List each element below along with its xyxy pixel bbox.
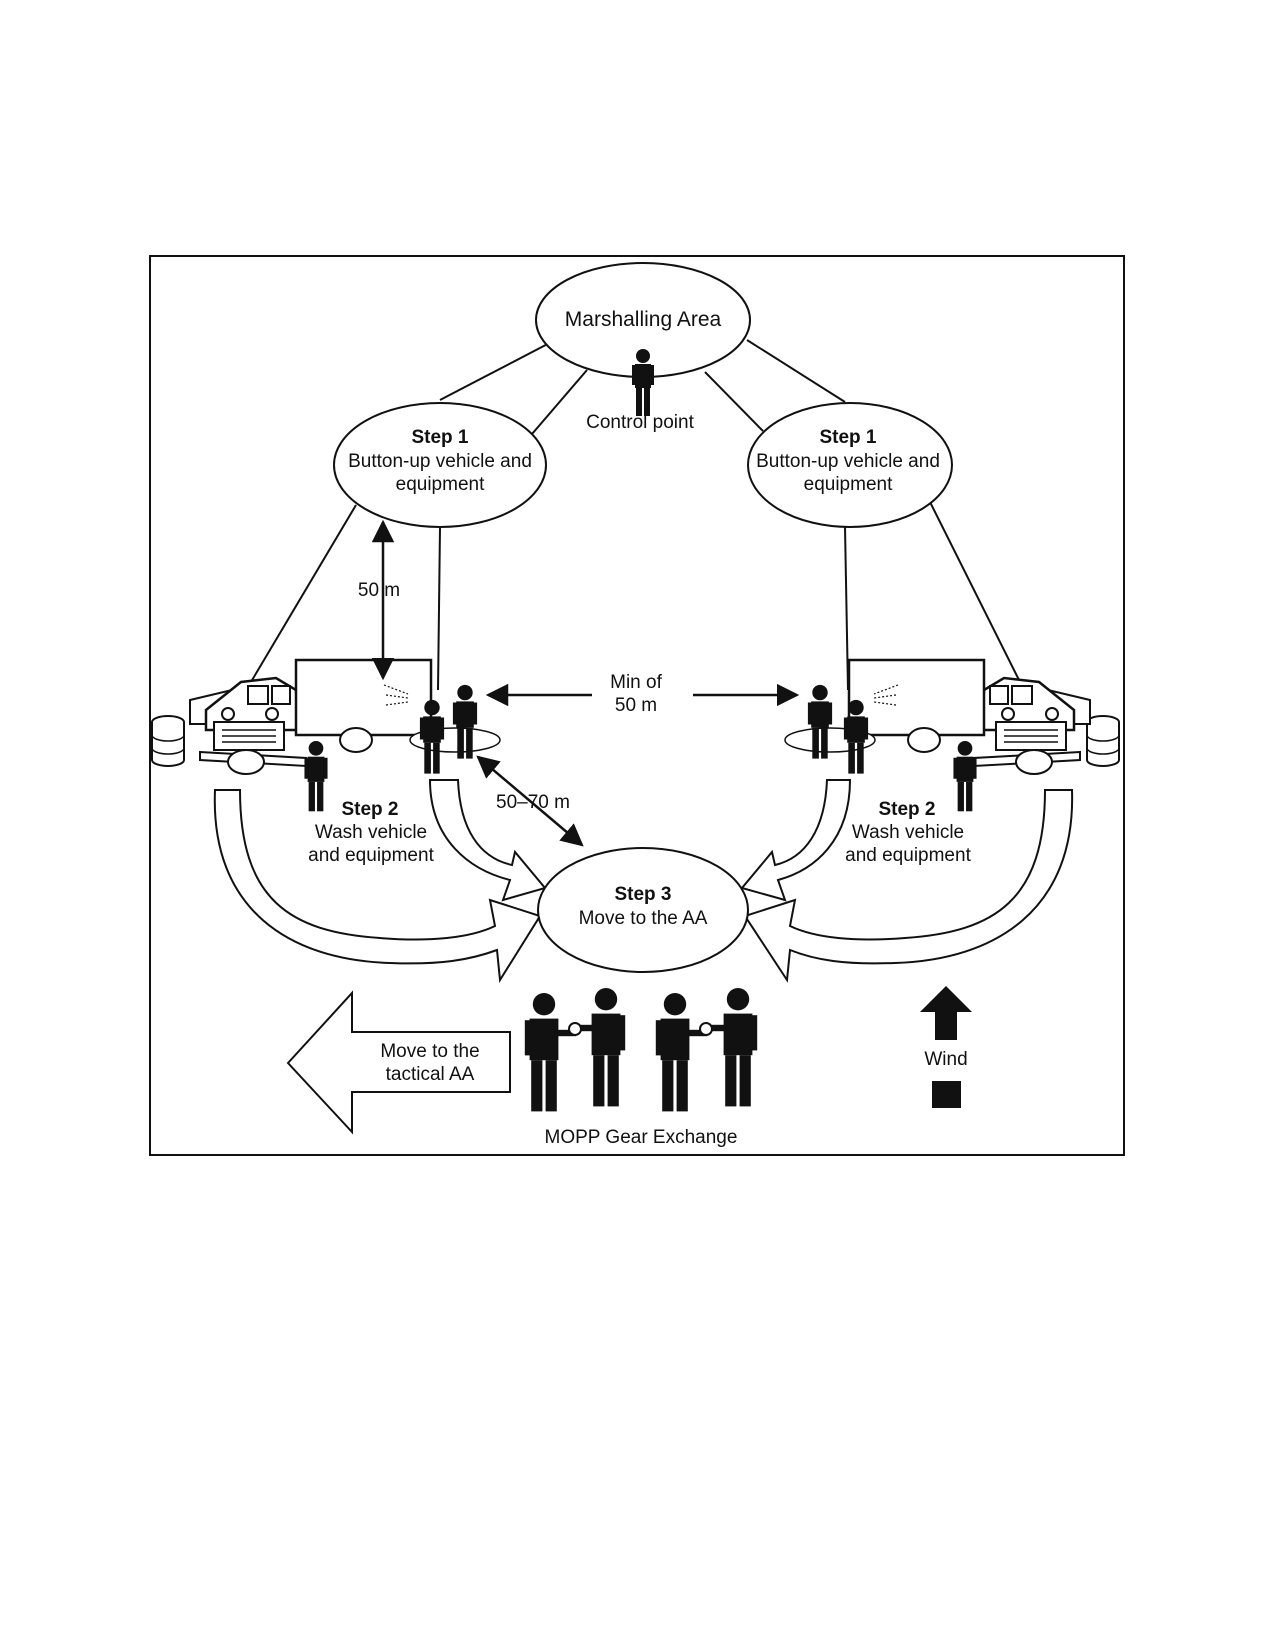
step2-right-line1: Wash vehicle <box>852 822 964 843</box>
wind-marker-icon <box>932 1081 961 1108</box>
step1-left-title: Step 1 <box>411 427 468 448</box>
move-tactical-line1: Move to the <box>380 1041 479 1062</box>
move-tactical-line2: tactical AA <box>386 1064 475 1085</box>
step1-right-line1: Button-up vehicle and <box>756 451 940 472</box>
spray-icon <box>383 684 409 706</box>
step2-left-line2: and equipment <box>308 845 434 866</box>
step3-ellipse <box>537 847 749 973</box>
barrel-icon <box>151 715 185 767</box>
mopp-exchange-group <box>524 988 758 1112</box>
wind-arrow-icon <box>920 986 972 1040</box>
person-icon <box>304 740 328 812</box>
large-left-arrow-icon <box>286 990 511 1135</box>
distance-50-70m-arrow <box>476 755 584 847</box>
flow-arrow-left-inner <box>428 779 547 902</box>
step1-left-line1: Button-up vehicle and <box>348 451 532 472</box>
flow-arrow-right-inner <box>740 779 852 902</box>
distance-50-70m-label: 50–70 m <box>496 792 570 813</box>
min-of-line2: 50 m <box>615 695 657 716</box>
step1-left-ellipse <box>333 402 547 528</box>
step1-right-ellipse <box>747 402 953 528</box>
min-of-line1: Min of <box>610 672 662 693</box>
person-icon <box>953 740 977 812</box>
step2-left-line1: Wash vehicle <box>315 822 427 843</box>
control-point-label: Control point <box>586 412 694 433</box>
step1-right-title: Step 1 <box>819 427 876 448</box>
distance-50m-label: 50 m <box>358 580 400 601</box>
step2-right-line2: and equipment <box>845 845 971 866</box>
wind-label: Wind <box>924 1049 967 1070</box>
mopp-person-icon <box>524 993 576 1112</box>
left-wash-site <box>151 658 501 812</box>
gas-mask-icon <box>568 1022 582 1036</box>
mopp-person-icon <box>655 993 707 1112</box>
right-wash-site <box>784 658 1120 812</box>
mopp-gear-exchange-label: MOPP Gear Exchange <box>545 1127 738 1148</box>
barrel-icon <box>1086 715 1120 767</box>
step1-right-line2: equipment <box>804 474 893 495</box>
marshalling-area-label: Marshalling Area <box>565 308 722 331</box>
step1-left-line2: equipment <box>396 474 485 495</box>
diagram-frame <box>149 255 1125 1156</box>
step3-line1: Move to the AA <box>579 908 708 929</box>
connector-lines <box>244 336 1026 693</box>
gas-mask-icon <box>699 1022 713 1036</box>
step3-title: Step 3 <box>614 884 671 905</box>
step2-right-title: Step 2 <box>878 799 935 820</box>
step2-left-title: Step 2 <box>341 799 398 820</box>
spray-icon <box>873 684 899 706</box>
mopp-person-icon <box>706 988 758 1107</box>
mopp-person-icon <box>574 988 626 1107</box>
